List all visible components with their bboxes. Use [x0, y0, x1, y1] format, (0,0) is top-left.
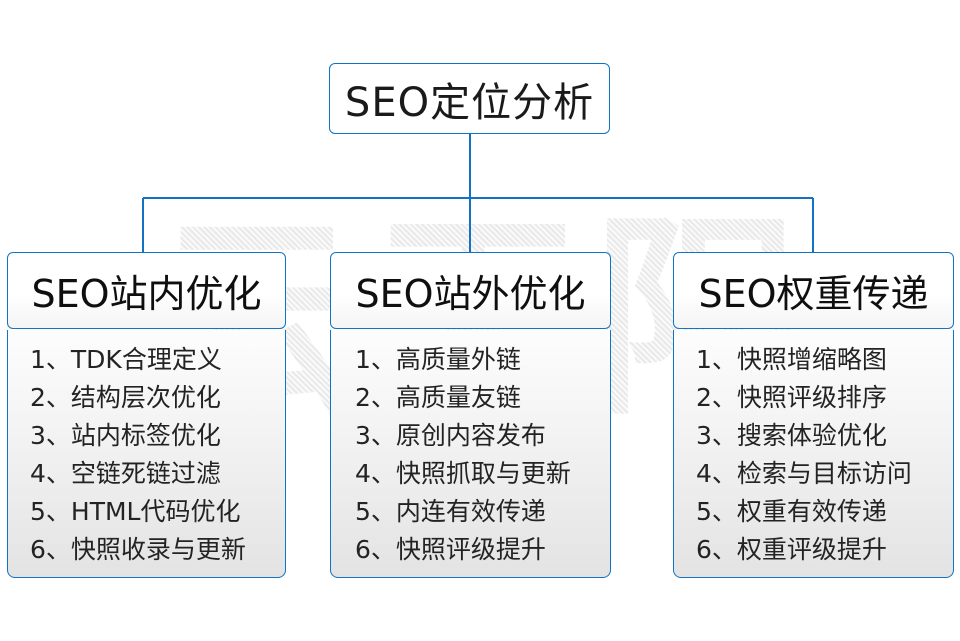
list-item: 6、 快照评级提升 — [355, 531, 610, 569]
list-item-label: HTML代码优化 — [70, 496, 241, 526]
list-item-label: TDK合理定义 — [70, 344, 222, 374]
list-item-label: 站内标签优化 — [70, 420, 221, 450]
column-2-body: 1、 高质量外链 2、 高质量友链 3、 原创内容发布 4、 快照抓取与更新 5… — [330, 330, 611, 578]
list-item-number: 6、 — [30, 534, 71, 564]
list-item-number: 4、 — [696, 458, 737, 488]
list-item-label: 高质量友链 — [395, 382, 521, 412]
list-item: 4、 快照抓取与更新 — [355, 455, 610, 493]
list-item-number: 2、 — [355, 382, 396, 412]
list-item-label: 搜索体验优化 — [736, 420, 887, 450]
list-item-number: 4、 — [355, 458, 396, 488]
column-3-header: SEO权重传递 — [673, 252, 954, 329]
list-item: 3、 站内标签优化 — [30, 417, 285, 455]
column-3-body: 1、 快照增缩略图 2、 快照评级排序 3、 搜索体验优化 4、 检索与目标访问… — [673, 330, 954, 578]
list-item-number: 3、 — [696, 420, 737, 450]
column-seo-offsite: SEO站外优化 1、 高质量外链 2、 高质量友链 3、 原创内容发布 4、 快… — [330, 252, 611, 578]
list-item-label: 检索与目标访问 — [736, 458, 912, 488]
list-item-label: 原创内容发布 — [395, 420, 546, 450]
root-node: SEO定位分析 — [329, 63, 610, 134]
list-item-number: 3、 — [30, 420, 71, 450]
column-seo-weight: SEO权重传递 1、 快照增缩略图 2、 快照评级排序 3、 搜索体验优化 4、… — [673, 252, 954, 578]
list-item-number: 1、 — [30, 344, 71, 374]
list-item: 3、 原创内容发布 — [355, 417, 610, 455]
list-item: 2、 高质量友链 — [355, 379, 610, 417]
list-item-label: 空链死链过滤 — [70, 458, 221, 488]
list-item-label: 高质量外链 — [395, 344, 521, 374]
list-item: 4、 检索与目标访问 — [696, 455, 953, 493]
list-item-number: 1、 — [355, 344, 396, 374]
list-item-number: 2、 — [30, 382, 71, 412]
list-item-label: 权重评级提升 — [736, 534, 887, 564]
list-item-number: 5、 — [696, 496, 737, 526]
list-item-label: 快照评级排序 — [736, 382, 887, 412]
list-item: 5、 权重有效传递 — [696, 493, 953, 531]
list-item-label: 权重有效传递 — [736, 496, 887, 526]
column-2-header-label: SEO站外优化 — [355, 272, 586, 316]
list-item-number: 6、 — [355, 534, 396, 564]
list-item: 5、 内连有效传递 — [355, 493, 610, 531]
list-item: 5、 HTML代码优化 — [30, 493, 285, 531]
list-item: 4、 空链死链过滤 — [30, 455, 285, 493]
list-item-label: 快照收录与更新 — [70, 534, 246, 564]
list-item: 1、 快照增缩略图 — [696, 341, 953, 379]
list-item-label: 结构层次优化 — [70, 382, 221, 412]
column-3-header-label: SEO权重传递 — [698, 272, 929, 316]
list-item: 1、 高质量外链 — [355, 341, 610, 379]
column-1-header-label: SEO站内优化 — [31, 272, 262, 316]
list-item: 6、 快照收录与更新 — [30, 531, 285, 569]
list-item-label: 快照增缩略图 — [736, 344, 887, 374]
list-item-number: 5、 — [355, 496, 396, 526]
list-item: 2、 快照评级排序 — [696, 379, 953, 417]
list-item-number: 5、 — [30, 496, 71, 526]
column-1-body: 1、 TDK合理定义 2、 结构层次优化 3、 站内标签优化 4、 空链死链过滤… — [7, 330, 286, 578]
list-item: 3、 搜索体验优化 — [696, 417, 953, 455]
column-1-header: SEO站内优化 — [7, 252, 286, 329]
list-item-number: 1、 — [696, 344, 737, 374]
list-item-number: 6、 — [696, 534, 737, 564]
list-item-number: 2、 — [696, 382, 737, 412]
column-seo-onsite: SEO站内优化 1、 TDK合理定义 2、 结构层次优化 3、 站内标签优化 4… — [7, 252, 286, 578]
list-item-number: 3、 — [355, 420, 396, 450]
list-item-label: 快照评级提升 — [395, 534, 546, 564]
root-node-label: SEO定位分析 — [344, 79, 595, 126]
list-item: 6、 权重评级提升 — [696, 531, 953, 569]
list-item: 2、 结构层次优化 — [30, 379, 285, 417]
column-2-header: SEO站外优化 — [330, 252, 611, 329]
list-item: 1、 TDK合理定义 — [30, 341, 285, 379]
list-item-label: 内连有效传递 — [395, 496, 546, 526]
list-item-label: 快照抓取与更新 — [395, 458, 571, 488]
list-item-number: 4、 — [30, 458, 71, 488]
